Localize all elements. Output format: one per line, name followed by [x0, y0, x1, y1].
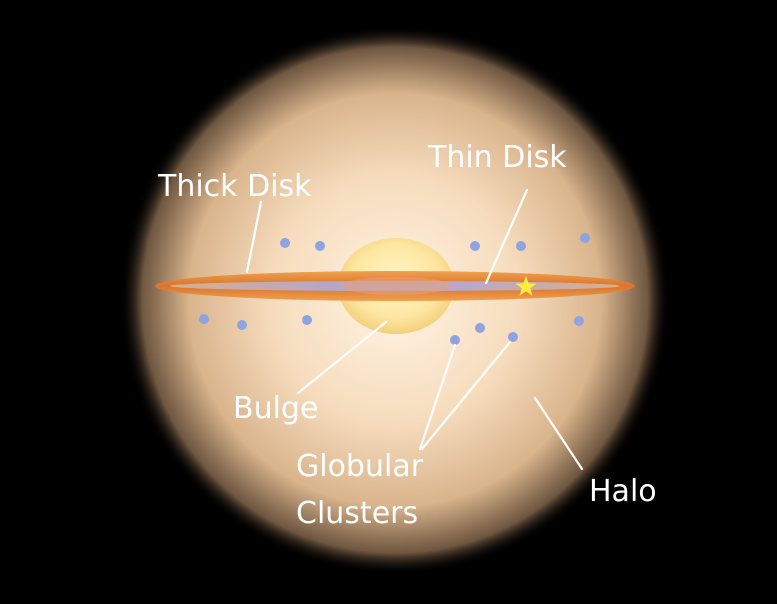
globular-label-line2: Clusters — [296, 496, 418, 531]
globular-cluster-dot — [580, 233, 590, 243]
globular-cluster-dot — [475, 323, 485, 333]
globular-cluster-dot — [315, 241, 325, 251]
globular-cluster-dot — [470, 241, 480, 251]
halo-label: Halo — [589, 474, 657, 509]
bulge-label: Bulge — [233, 391, 318, 426]
halo-leader — [533, 396, 584, 471]
thick-disk-label: Thick Disk — [157, 169, 312, 204]
globular-cluster-dot — [450, 335, 460, 345]
globular-leader-1 — [418, 343, 457, 451]
globular-cluster-dot — [237, 320, 247, 330]
globular-cluster-dot — [574, 316, 584, 326]
star-icon — [515, 276, 537, 296]
globular-cluster-dot — [516, 241, 526, 251]
thick-disk-leader — [245, 200, 263, 274]
thin-disk-leader — [484, 188, 529, 285]
globular-cluster-dot — [508, 332, 518, 342]
globular-clusters — [199, 233, 590, 345]
bulge-core-glow — [341, 277, 451, 295]
bulge-leader — [296, 320, 388, 395]
globular-cluster-dot — [199, 314, 209, 324]
globular-cluster-dot — [280, 238, 290, 248]
globular-label-line1: Globular — [296, 449, 424, 484]
globular-leader-2 — [420, 340, 512, 451]
thin-disk-label: Thin Disk — [427, 140, 567, 175]
globular-cluster-dot — [302, 315, 312, 325]
